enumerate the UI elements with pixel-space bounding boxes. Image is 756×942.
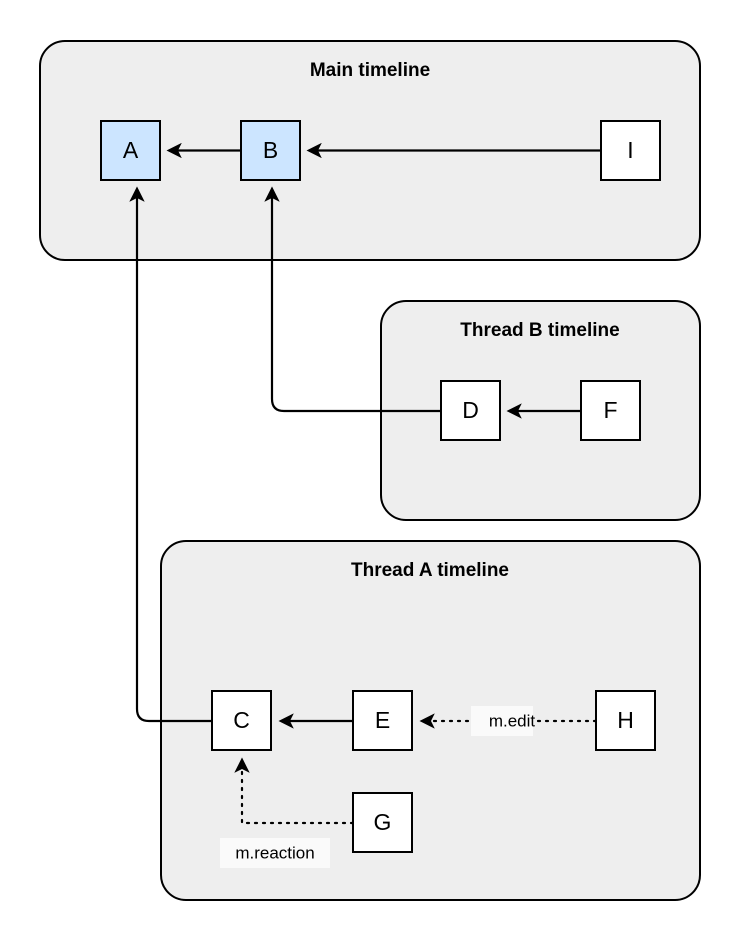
node-a[interactable]: A bbox=[100, 120, 161, 181]
node-b-box bbox=[240, 120, 301, 181]
group-main-timeline-title: Main timeline bbox=[310, 60, 430, 81]
node-h-label: H bbox=[617, 707, 634, 733]
node-g-label: G bbox=[374, 809, 392, 835]
node-d-label: D bbox=[462, 397, 479, 423]
edge-label-m-edit-bg bbox=[471, 706, 533, 736]
group-thread-a-timeline-title: Thread A timeline bbox=[351, 560, 509, 581]
edge-g-to-c[interactable] bbox=[234, 757, 355, 825]
node-a-label: A bbox=[123, 137, 139, 163]
node-b[interactable]: B bbox=[240, 120, 301, 181]
node-d[interactable]: D bbox=[440, 380, 501, 441]
edge-label-m-edit: m.edit bbox=[471, 706, 535, 736]
node-a-box bbox=[100, 120, 161, 181]
node-h-box bbox=[595, 690, 656, 751]
edge-label-m-reaction: m.reaction bbox=[220, 838, 330, 868]
node-c-label: C bbox=[233, 707, 250, 733]
node-e-label: E bbox=[375, 707, 390, 733]
edge-label-m-reaction-text: m.reaction bbox=[235, 843, 314, 862]
group-thread-b-timeline-title: Thread B timeline bbox=[460, 320, 619, 341]
edge-label-m-reaction-bg bbox=[220, 838, 330, 868]
node-i-box bbox=[600, 120, 661, 181]
node-g-box bbox=[352, 792, 413, 853]
node-d-box bbox=[440, 380, 501, 441]
node-e-box bbox=[352, 690, 413, 751]
node-g[interactable]: G bbox=[352, 792, 413, 853]
node-i[interactable]: I bbox=[600, 120, 661, 181]
node-f-box bbox=[580, 380, 641, 441]
node-i-label: I bbox=[627, 137, 633, 163]
node-e[interactable]: E bbox=[352, 690, 413, 751]
edge-c-to-a[interactable] bbox=[129, 186, 212, 723]
node-b-label: B bbox=[263, 137, 278, 163]
edge-d-to-b[interactable] bbox=[264, 186, 441, 413]
node-c[interactable]: C bbox=[211, 690, 272, 751]
node-f-label: F bbox=[603, 397, 617, 423]
node-h[interactable]: H bbox=[595, 690, 656, 751]
node-f[interactable]: F bbox=[580, 380, 641, 441]
node-c-box bbox=[211, 690, 272, 751]
edge-label-m-edit-text: m.edit bbox=[489, 711, 536, 730]
